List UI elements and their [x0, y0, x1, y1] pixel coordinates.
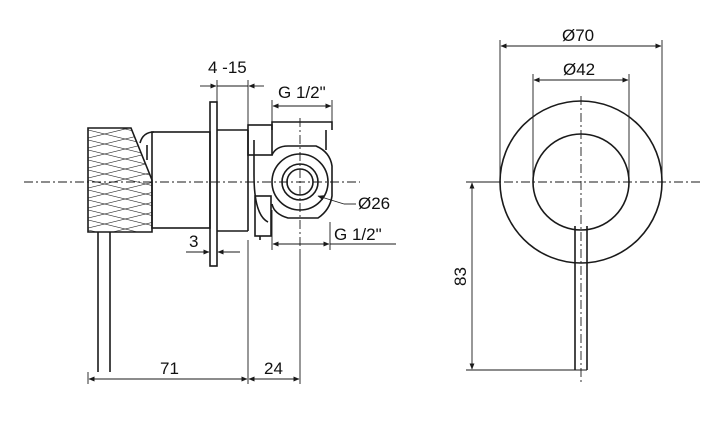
- dim-inlet-diameter: Ø26: [317, 194, 390, 213]
- dim-inlet-bottom: G 1/2": [271, 210, 396, 250]
- shaft-body: [151, 131, 211, 229]
- dim-body-length-label: 71: [160, 359, 179, 378]
- dim-cap-diameter: Ø42: [532, 60, 630, 182]
- dim-body-length: 71: [87, 240, 301, 384]
- dim-inlet-bottom-label: G 1/2": [334, 225, 382, 244]
- dim-cap-diameter-label: Ø42: [563, 60, 595, 79]
- dim-thickness-label: 3: [189, 232, 198, 251]
- sleeve: [217, 129, 249, 232]
- valve-body: [247, 121, 333, 240]
- dim-rear-depth: 24: [248, 359, 300, 382]
- dim-thickness: 3: [186, 232, 240, 255]
- dim-wall-range: 4 -15: [200, 58, 264, 130]
- dim-inlet-top-label: G 1/2": [278, 83, 326, 102]
- front-lever: [574, 226, 588, 370]
- dim-inlet-diameter-label: Ø26: [358, 194, 390, 213]
- front-view: Ø70 Ø42 83: [451, 26, 700, 382]
- dim-wall-range-label: 4 -15: [208, 58, 247, 77]
- side-view: 4 -15 G 1/2" Ø26 3 G 1/2": [24, 58, 396, 384]
- dim-rear-depth-label: 24: [264, 359, 283, 378]
- wall-plate: [209, 101, 218, 267]
- dim-lever-length-label: 83: [451, 267, 470, 286]
- dim-plate-diameter-label: Ø70: [562, 26, 594, 45]
- knurled-knob: [87, 127, 153, 233]
- dim-plate-diameter: Ø70: [499, 26, 663, 182]
- dim-lever-length: 83: [451, 181, 587, 371]
- dim-inlet-top: G 1/2": [271, 83, 333, 122]
- lever-handle: [97, 232, 111, 372]
- inlet-port: [271, 153, 329, 211]
- knurl-pattern: [88, 128, 152, 232]
